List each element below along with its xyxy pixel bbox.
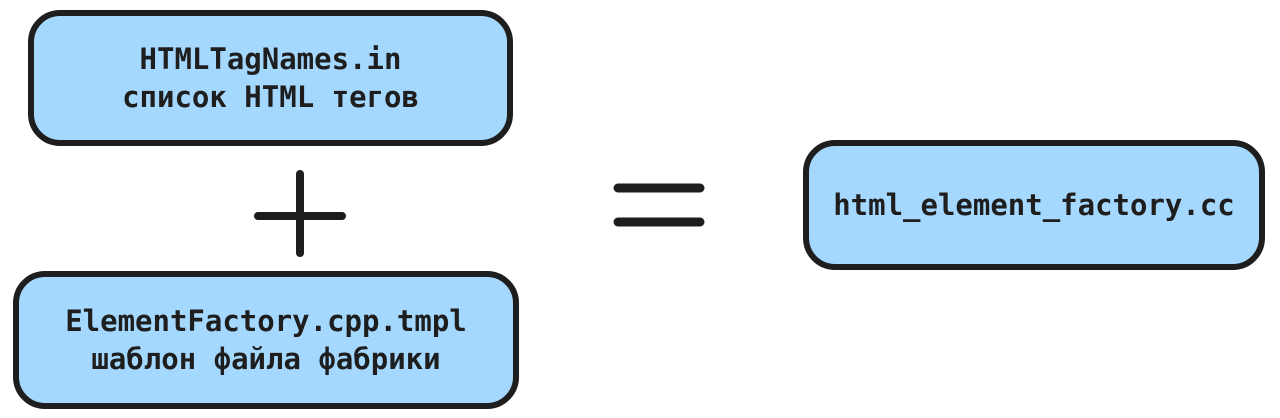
node-html-tag-names: HTMLTagNames.in список HTML тегов [28, 10, 513, 146]
equals-icon [612, 180, 708, 234]
plus-icon [252, 168, 348, 266]
node-element-factory-template: ElementFactory.cpp.tmpl шаблон файла фаб… [13, 271, 519, 409]
node-title: html_element_factory.cc [833, 188, 1235, 222]
node-title: ElementFactory.cpp.tmpl [65, 304, 467, 338]
node-output-file: html_element_factory.cc [803, 140, 1265, 270]
node-subtitle: список HTML тегов [122, 80, 419, 114]
node-subtitle: шаблон файла фабрики [91, 342, 441, 376]
node-title: HTMLTagNames.in [139, 42, 402, 76]
